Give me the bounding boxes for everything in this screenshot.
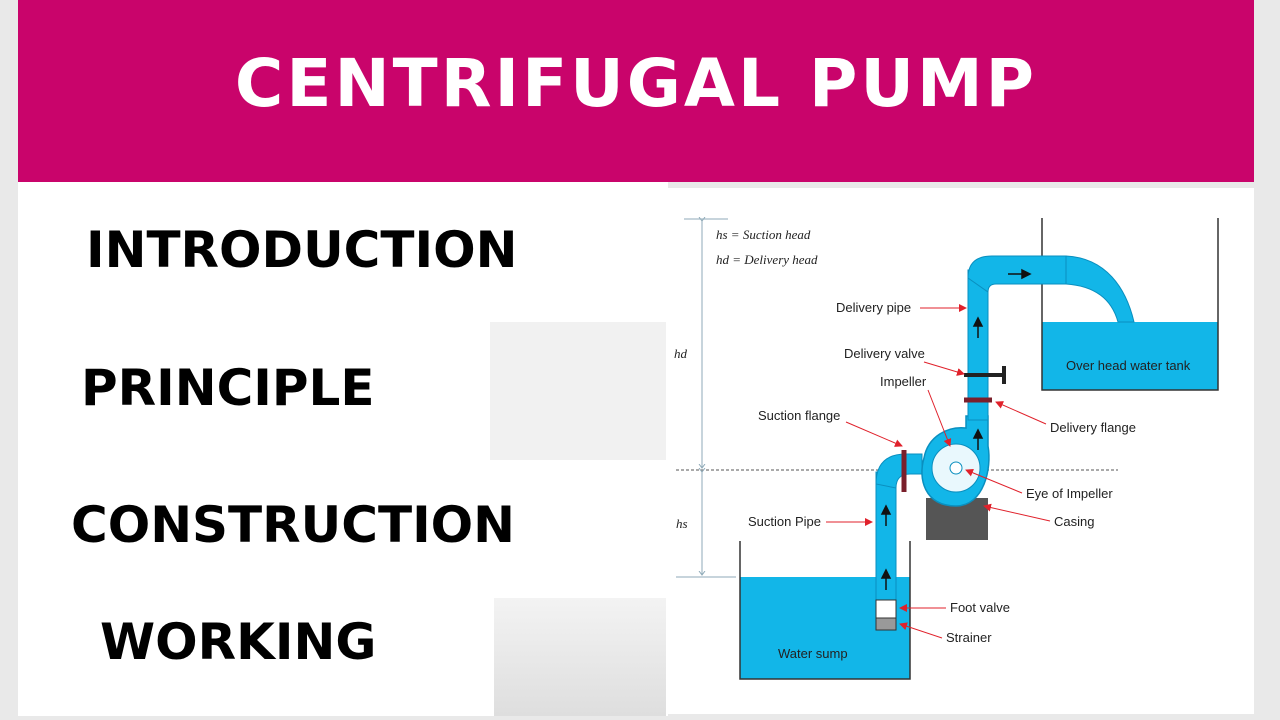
page-title: CENTRIFUGAL PUMP	[234, 45, 1038, 122]
decorative-shade	[494, 598, 666, 716]
topics-panel: INTRODUCTION PRINCIPLE CONSTRUCTION WORK…	[18, 182, 668, 716]
delivery-valve-pointer	[923, 361, 965, 376]
water-sump-tank	[739, 541, 911, 680]
decorative-shade	[490, 322, 666, 460]
suction-flange-pointer	[845, 421, 903, 447]
eye-of-impeller-label: Eye of Impeller	[1026, 486, 1113, 501]
topic-working: WORKING	[100, 613, 377, 671]
water-sump-label: Water sump	[778, 646, 848, 661]
flow-arrows	[880, 268, 1032, 590]
suction-pipe-label: Suction Pipe	[748, 514, 821, 529]
suction-flange-label: Suction flange	[758, 408, 840, 423]
delivery-outlet	[1065, 255, 1135, 323]
suction-elbow	[875, 453, 923, 489]
overhead-water	[1042, 322, 1218, 390]
delivery-pipe-label: Delivery pipe	[836, 300, 911, 315]
topic-introduction: INTRODUCTION	[86, 221, 518, 279]
foot-valve	[875, 599, 897, 619]
casing-label: Casing	[1054, 514, 1094, 529]
eye-of-impeller-pointer	[965, 468, 1023, 494]
delivery-valve-label: Delivery valve	[844, 346, 925, 361]
foot-valve-label: Foot valve	[950, 600, 1010, 615]
delivery-head-label: hd	[674, 346, 688, 361]
casing-pointer	[983, 503, 1051, 522]
impeller-pointer	[927, 389, 952, 447]
suction-head-label: hs	[676, 516, 688, 531]
strainer	[875, 617, 897, 631]
delivery-flange-label: Delivery flange	[1050, 420, 1136, 435]
pump-diagram-svg: hd hs hs = Suction head hd = Delivery he…	[674, 188, 1219, 680]
strainer-pointer	[899, 622, 943, 639]
legend-delivery-head: hd = Delivery head	[716, 252, 818, 267]
topic-principle: PRINCIPLE	[81, 359, 375, 417]
impeller-label: Impeller	[880, 374, 927, 389]
pump-diagram: hd hs hs = Suction head hd = Delivery he…	[666, 188, 1254, 714]
eye-of-impeller	[949, 461, 963, 475]
strainer-label: Strainer	[946, 630, 992, 645]
overhead-tank-label: Over head water tank	[1066, 358, 1191, 373]
delivery-flange-pointer	[995, 401, 1047, 425]
legend-suction-head: hs = Suction head	[716, 227, 811, 242]
topic-construction: CONSTRUCTION	[71, 496, 516, 554]
title-banner: CENTRIFUGAL PUMP	[18, 0, 1254, 182]
overhead-tank	[1041, 218, 1219, 391]
